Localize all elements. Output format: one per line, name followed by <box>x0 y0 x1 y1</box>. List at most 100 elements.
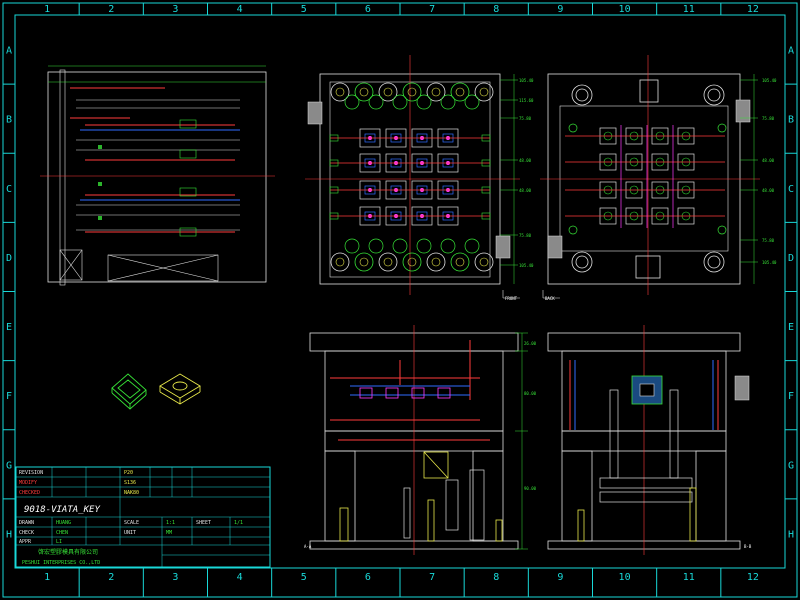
svg-text:105.40: 105.40 <box>762 260 777 265</box>
cooling-plug <box>329 159 339 167</box>
guide-ring <box>354 252 374 272</box>
grid-col-label-top: 5 <box>301 4 307 15</box>
check-label: CHECK <box>19 530 34 536</box>
grid-row-label-left: C <box>6 184 12 195</box>
svg-text:75.80: 75.80 <box>762 116 775 121</box>
cooling-ring <box>368 94 384 110</box>
grid-col-label-bottom: 6 <box>365 572 371 583</box>
guide-ring <box>402 82 422 102</box>
guide-ring-inner <box>431 87 441 97</box>
cooling-ring <box>440 238 456 254</box>
grid-col-label-top: 8 <box>493 4 499 15</box>
guide-ring <box>330 252 350 272</box>
front-mold-guide-rings <box>330 82 494 272</box>
guide-ring <box>450 252 470 272</box>
guide-ring <box>402 252 422 272</box>
guide-ring-inner <box>407 87 417 97</box>
drawn-value: HUANG <box>56 520 71 526</box>
svg-text:90.00: 90.00 <box>524 486 537 491</box>
grid-row-label-right: A <box>788 46 794 57</box>
cooling-ring <box>368 238 384 254</box>
cooling-ring <box>416 238 432 254</box>
section-b-view: B-B <box>547 325 752 555</box>
part-isometric-1 <box>111 373 147 410</box>
guide-ring <box>474 82 494 102</box>
revision-checked: CHECKED <box>19 490 40 496</box>
grid-col-label-bottom: 1 <box>44 572 50 583</box>
guide-ring <box>330 82 350 102</box>
revision-header: REVISION <box>19 470 43 476</box>
guide-ring <box>426 82 446 102</box>
guide-ring-inner <box>431 257 441 267</box>
cooling-ring <box>392 94 408 110</box>
guide-ring <box>426 252 446 272</box>
grid-row-label-left: D <box>6 253 12 264</box>
cooling-ring <box>392 238 408 254</box>
front-mold-cavity-grid <box>329 128 491 226</box>
part-isometric-sketches <box>111 373 201 410</box>
side-view-drawing <box>40 65 275 286</box>
grid-row-label-right: B <box>788 115 794 126</box>
unit-label: UNIT <box>124 530 136 536</box>
guide-ring-inner <box>455 257 465 267</box>
guide-ring-inner <box>335 257 345 267</box>
title-block: REVISION MODIFY CHECKED P20 S136 NAK80 9… <box>15 466 271 568</box>
back-mold-label: BACK <box>545 296 555 301</box>
svg-text:75.80: 75.80 <box>519 116 532 121</box>
svg-text:48.00: 48.00 <box>519 158 532 163</box>
guide-ring-inner <box>359 257 369 267</box>
grid-row-label-right: D <box>788 253 794 264</box>
back-mold-cavity-grid <box>565 123 727 235</box>
cooling-ring <box>344 94 360 110</box>
unit-value: MM <box>166 530 172 536</box>
grid-row-label-left: B <box>6 115 12 126</box>
revision-modify: MODIFY <box>19 480 37 486</box>
cooling-ring <box>464 94 480 110</box>
project-name: 9018-VIATA_KEY <box>24 505 100 515</box>
svg-text:105.40: 105.40 <box>762 78 777 83</box>
grid-row-label-right: H <box>788 529 794 540</box>
guide-ring-inner <box>359 87 369 97</box>
grid-col-label-top: 10 <box>619 4 631 15</box>
guide-ring-inner <box>383 257 393 267</box>
grid-col-label-top: 2 <box>108 4 114 15</box>
guide-ring-inner <box>479 87 489 97</box>
scale-value: 1:1 <box>166 520 175 526</box>
grid-col-label-top: 3 <box>172 4 178 15</box>
grid-row-label-right: C <box>788 184 794 195</box>
material-2: S136 <box>124 480 136 486</box>
guide-ring <box>450 82 470 102</box>
appr-value: LI <box>56 539 62 545</box>
section-b-label: B-B <box>744 544 752 549</box>
guide-ring-inner <box>407 257 417 267</box>
sheet-label: SHEET <box>196 520 211 526</box>
grid-col-label-top: 7 <box>429 4 435 15</box>
grid-col-label-top: 1 <box>44 4 50 15</box>
cooling-plug <box>329 186 339 194</box>
cooling-plug <box>481 212 491 220</box>
grid-row-label-left: F <box>6 391 12 402</box>
return-pin <box>717 225 727 235</box>
part-isometric-2 <box>159 373 201 405</box>
svg-text:48.00: 48.00 <box>762 188 775 193</box>
drawn-label: DRAWN <box>19 520 34 526</box>
grid-col-label-bottom: 3 <box>172 572 178 583</box>
cooling-plug <box>481 159 491 167</box>
guide-ring-inner <box>335 87 345 97</box>
material-1: P20 <box>124 470 133 476</box>
grid-row-label-right: E <box>788 322 794 333</box>
svg-text:75.80: 75.80 <box>519 233 532 238</box>
grid-col-label-bottom: 8 <box>493 572 499 583</box>
front-mold-label: FRONT <box>505 296 518 301</box>
section-a-label: A-A <box>304 544 312 549</box>
grid-col-label-bottom: 5 <box>301 572 307 583</box>
grid-col-label-bottom: 7 <box>429 572 435 583</box>
guide-ring <box>378 252 398 272</box>
guide-ring <box>474 252 494 272</box>
